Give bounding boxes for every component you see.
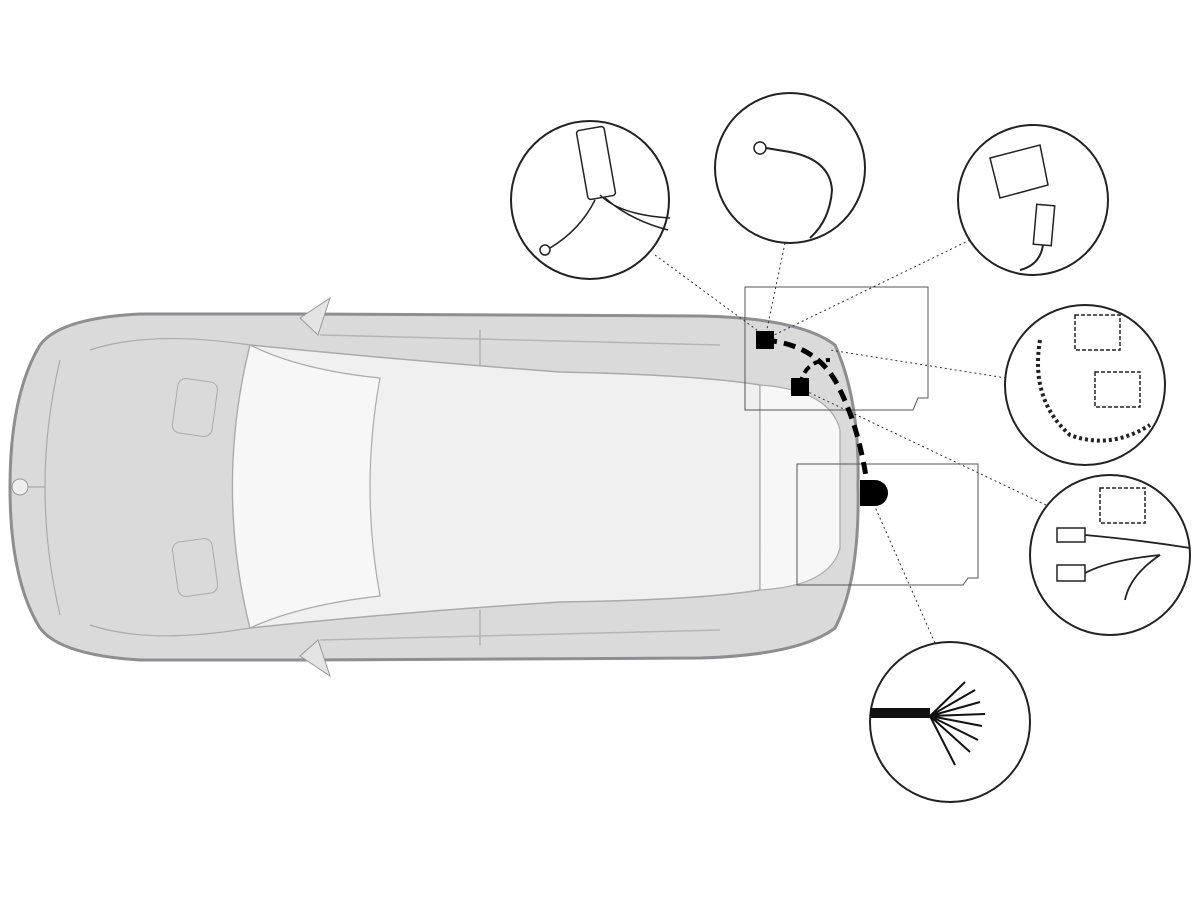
- leader-line: [871, 499, 936, 644]
- callout-socket-wire-bundle: [869, 641, 1031, 803]
- callout-ground-ring-terminal: [714, 92, 866, 244]
- callout-tail-light-connector: [510, 120, 671, 280]
- leader-line: [829, 349, 1007, 379]
- leader-line: [771, 239, 971, 337]
- module-icon: [989, 144, 1049, 199]
- wiring-harness: [764, 337, 871, 491]
- clip-icon: [1099, 487, 1146, 524]
- fender-vent-top: [171, 378, 219, 437]
- ring-terminal-icon: [539, 244, 551, 256]
- hood-lines: [20, 338, 251, 637]
- tow-socket: [860, 480, 888, 506]
- module-plug-icon: [1032, 203, 1056, 247]
- tail-light-connector-marker: [756, 331, 774, 349]
- mirror-right: [299, 639, 331, 678]
- callout-wire-clips: [1004, 304, 1166, 466]
- rear-window: [759, 384, 841, 591]
- mirror-left: [299, 296, 331, 336]
- spade-connector-icon: [1056, 564, 1086, 582]
- spade-connector-icon: [1056, 527, 1086, 543]
- fender-vent-bottom: [171, 538, 219, 597]
- leader-line: [807, 391, 1047, 506]
- windshield: [231, 344, 381, 629]
- detail-frame-lower: [796, 463, 979, 586]
- callout-spade-connectors: [1029, 474, 1191, 636]
- second-connector-marker: [791, 378, 809, 396]
- car-top-view: [8, 296, 860, 678]
- callout-control-module: [957, 124, 1109, 276]
- clip-icon: [1074, 314, 1121, 351]
- side-rails: [319, 330, 721, 645]
- leader-line: [765, 242, 786, 335]
- cable-tie-icon: [1036, 339, 1152, 443]
- front-badge: [11, 478, 29, 496]
- detail-frame-upper: [744, 286, 929, 411]
- clip-icon: [1094, 371, 1141, 408]
- ring-terminal-icon: [753, 141, 767, 155]
- leader-lines: [654, 239, 1047, 644]
